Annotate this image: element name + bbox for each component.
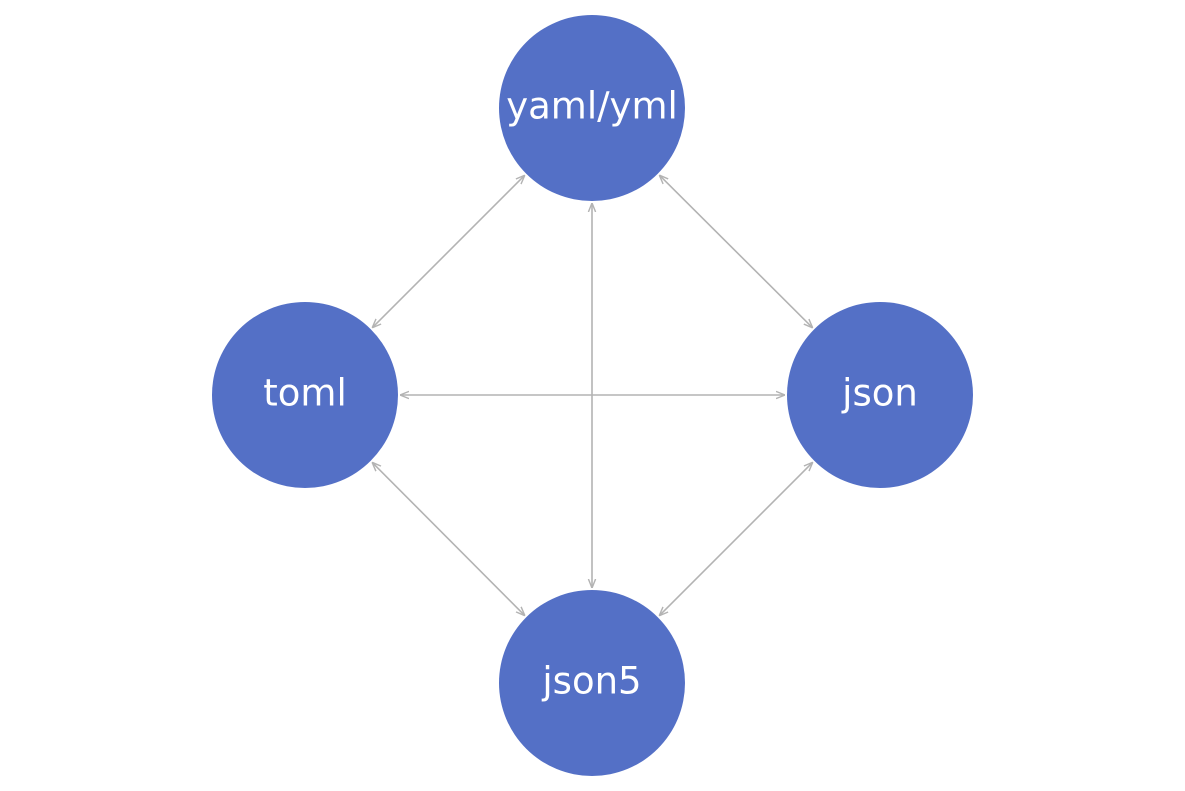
node-yaml[interactable]: yaml/yml	[499, 15, 685, 201]
edge-yaml-json	[659, 175, 812, 328]
edge-json-json5	[659, 462, 813, 616]
node-json5[interactable]: json5	[499, 590, 685, 776]
node-toml-circle	[212, 302, 398, 488]
node-yaml-circle	[499, 15, 685, 201]
node-json-circle	[787, 302, 973, 488]
edges-layer	[372, 175, 813, 616]
node-json-label: json	[841, 372, 918, 415]
node-json5-label: json5	[541, 660, 641, 703]
nodes-layer: yaml/yml toml json json5	[212, 15, 973, 776]
node-json[interactable]: json	[787, 302, 973, 488]
node-toml[interactable]: toml	[212, 302, 398, 488]
node-toml-label: toml	[263, 372, 346, 415]
node-yaml-label: yaml/yml	[506, 85, 678, 128]
edge-toml-json5	[372, 462, 525, 615]
node-json5-circle	[499, 590, 685, 776]
edge-yaml-toml	[372, 175, 525, 328]
